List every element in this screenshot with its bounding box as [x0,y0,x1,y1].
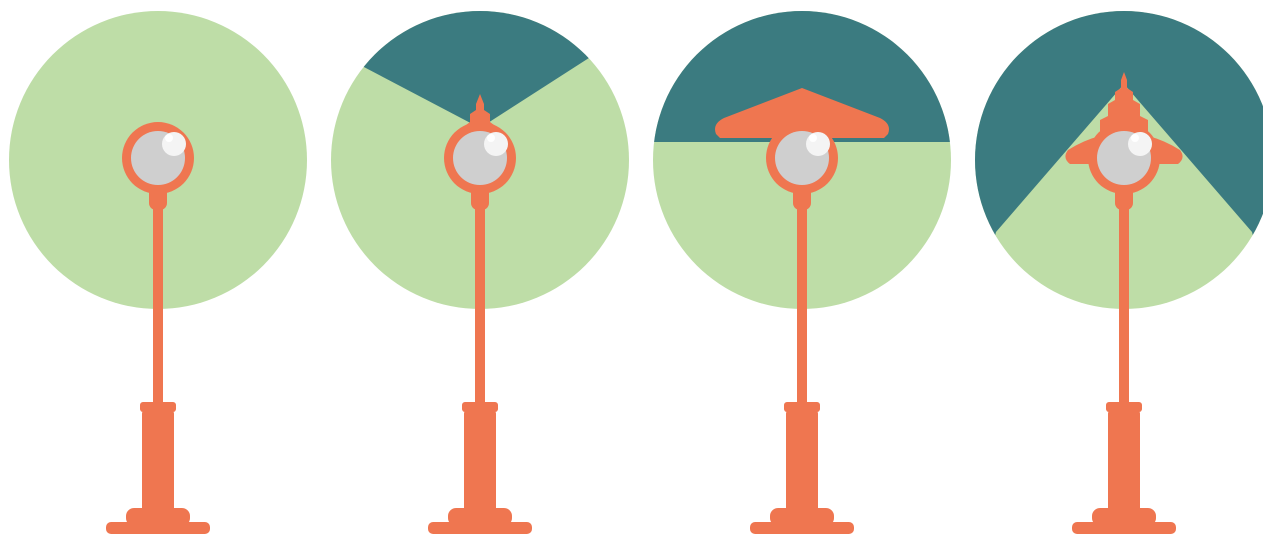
bulb-glint [809,134,817,142]
lamp-pole [153,196,163,410]
lamp-pole [797,196,807,410]
base-plinth [750,522,854,534]
base-column [1108,408,1140,516]
lamp-pole [475,196,485,410]
bulb-highlight [162,132,186,156]
base-plinth [428,522,532,534]
base-plinth [106,522,210,534]
bulb-highlight [484,132,508,156]
base-column [786,408,818,516]
lamp-panel-3 [642,0,962,534]
base-column [464,408,496,516]
lamp-panel-1 [9,11,307,534]
lamp-panel-2 [331,0,629,534]
lamp-panel-4 [964,0,1263,534]
bulb-glint [165,134,173,142]
bulb-glint [487,134,495,142]
lamp-pole [1119,196,1129,410]
bulb-glint [1131,134,1139,142]
base-column [142,408,174,516]
bulb-highlight [1128,132,1152,156]
bulb-highlight [806,132,830,156]
base-plinth [1072,522,1176,534]
